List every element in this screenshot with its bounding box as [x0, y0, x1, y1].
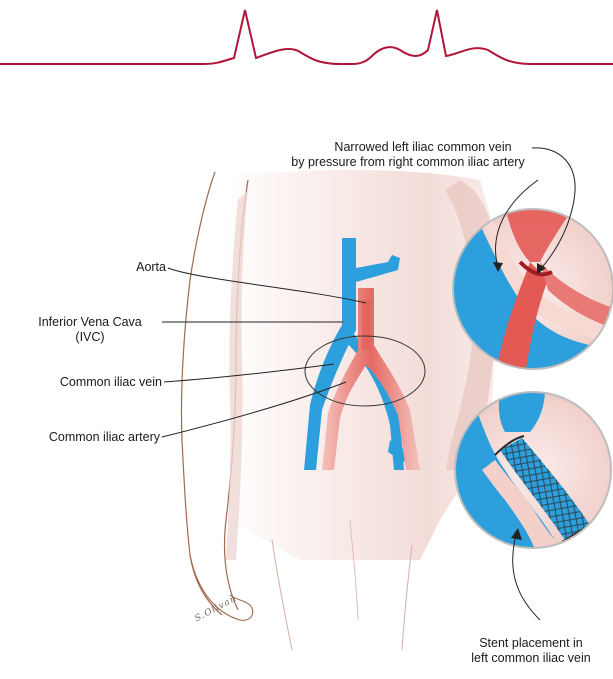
label-stent-line2: left common iliac vein	[456, 651, 606, 666]
label-stent: Stent placement in left common iliac vei…	[456, 636, 606, 666]
label-stent-line1: Stent placement in	[456, 636, 606, 651]
label-ivc: Inferior Vena Cava (IVC)	[16, 315, 164, 345]
label-narrowed-line2: by pressure from right common iliac arte…	[258, 155, 558, 170]
leg-outline-right	[402, 545, 412, 650]
label-ivc-line1: Inferior Vena Cava	[16, 315, 164, 330]
aorta-highlight	[362, 300, 370, 350]
label-ivc-line2: (IVC)	[16, 330, 164, 345]
header-waveform-line	[0, 10, 613, 64]
arm-outline	[181, 172, 222, 615]
label-aorta: Aorta	[100, 260, 166, 275]
label-common-iliac-vein: Common iliac vein	[10, 375, 162, 390]
leg-outline-left	[272, 540, 292, 650]
label-narrowed-line1: Narrowed left iliac common vein	[258, 140, 558, 155]
label-common-iliac-artery: Common iliac artery	[4, 430, 160, 445]
label-narrowed-vein: Narrowed left iliac common vein by press…	[258, 140, 558, 170]
